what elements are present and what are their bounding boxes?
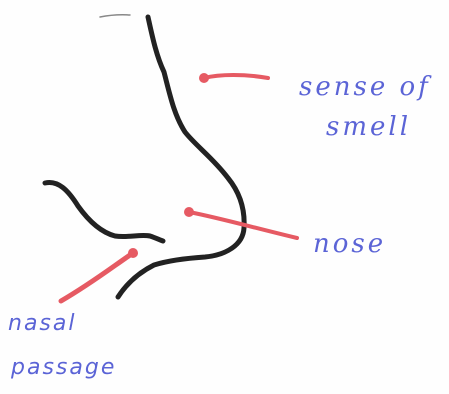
nose-outline <box>115 14 247 300</box>
pointer-dot-nasal-passage <box>128 248 138 258</box>
label-nose: nose <box>313 229 387 259</box>
label-sense-of: sense of <box>299 72 431 102</box>
pointer-sense-of-smell <box>202 73 270 80</box>
label-nasal: nasal <box>8 311 77 336</box>
pointer-nasal-passage <box>58 250 136 304</box>
label-passage: passage <box>11 355 117 380</box>
pointer-nose <box>187 210 299 240</box>
nostril-outline <box>42 179 166 244</box>
pointer-dot-nose <box>184 207 194 217</box>
label-smell: smell <box>326 112 412 142</box>
pointer-dot-sense-of-smell <box>199 73 209 83</box>
stray-mark <box>99 14 131 18</box>
